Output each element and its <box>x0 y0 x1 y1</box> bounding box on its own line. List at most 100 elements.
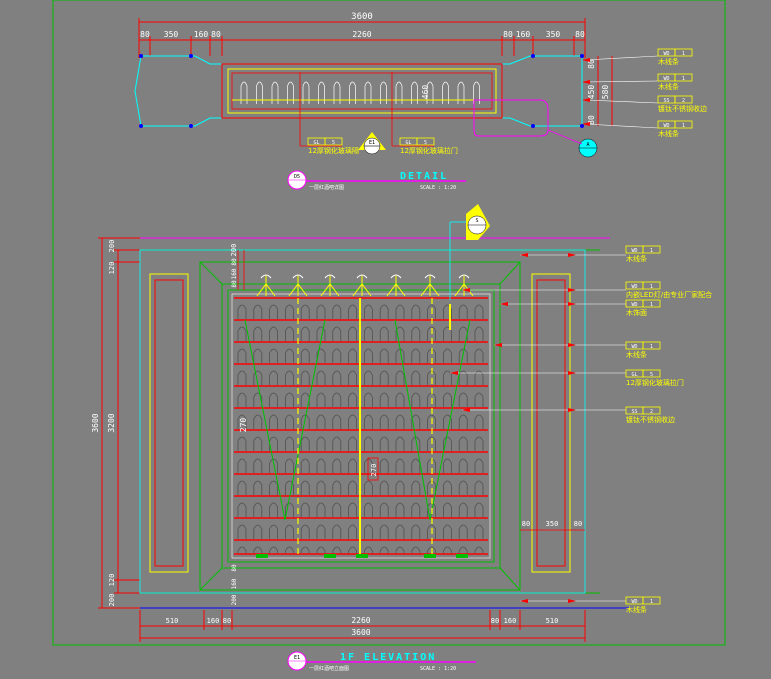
plan-bottle <box>457 81 465 104</box>
plan-bottle <box>473 81 480 104</box>
rack-foot <box>456 554 468 558</box>
callout-text: 内嵌LED灯/由专业厂家配合 <box>626 290 712 299</box>
wine-rack <box>234 274 488 558</box>
plan-dim-segment: 350 <box>164 30 179 39</box>
elev-right-panel <box>531 273 571 573</box>
rack-bottle <box>443 480 452 495</box>
svg-text:S: S <box>475 218 478 224</box>
elev-dim-segment: 160 <box>207 617 220 625</box>
rack-bottle <box>316 480 326 495</box>
rack-bottle <box>411 458 421 473</box>
rack-bottle <box>443 524 452 539</box>
plan-bottle <box>287 81 294 104</box>
rack-bottle <box>253 480 263 495</box>
rack-bottle <box>395 458 405 473</box>
rack-decor-line <box>429 319 471 521</box>
rack-bottle <box>269 414 278 429</box>
plan-title: DETAIL <box>400 171 448 182</box>
rack-bottle <box>300 480 310 495</box>
rack-bottle <box>458 480 468 495</box>
plan-dim-segment: 160 <box>516 30 531 39</box>
rack-bottle <box>395 546 405 553</box>
rack-bottle <box>379 414 389 429</box>
rack-bottle <box>300 436 310 451</box>
rack-bottle <box>269 392 278 407</box>
rack-bottle <box>332 524 342 539</box>
elev-dim-bl-2: 160 <box>231 578 238 589</box>
rack-bottle <box>411 392 421 407</box>
rack-bottle <box>316 502 326 517</box>
rack-bottle <box>348 524 357 539</box>
rack-bottle <box>364 326 373 341</box>
plan-dim-segment: 80 <box>211 30 221 39</box>
rack-bottle <box>379 480 389 495</box>
rack-bottle <box>237 480 247 495</box>
rack-bottle <box>395 480 405 495</box>
rack-bottle <box>364 392 373 407</box>
rack-bottle <box>395 304 405 319</box>
rack-bottle <box>316 304 326 319</box>
rack-bottle <box>237 436 247 451</box>
rack-bottle <box>332 546 342 553</box>
rack-bottle <box>411 524 421 539</box>
rack-bottle <box>474 480 484 495</box>
rack-bottle <box>379 304 389 319</box>
plan-bottle <box>426 81 434 104</box>
elev-dim-segment: 160 <box>504 617 517 625</box>
rack-bottle <box>379 502 389 517</box>
plan-bottle <box>302 81 310 104</box>
rack-bottle <box>285 458 294 473</box>
elev-dim-left-bot1: 120 <box>108 574 116 587</box>
plan-dim-segment: 350 <box>546 30 561 39</box>
plan-dim-left: 460 <box>421 85 430 100</box>
rack-bottle <box>458 546 468 553</box>
rack-decor-line <box>394 319 431 521</box>
callout-text: 木饰面 <box>626 308 647 317</box>
svg-text:E1: E1 <box>369 140 375 146</box>
callout-code: WD <box>631 248 637 254</box>
callout-code: GL <box>405 140 411 146</box>
rack-bottle <box>348 480 357 495</box>
plan-bottle <box>271 81 279 104</box>
plan-bottle <box>240 81 248 104</box>
elev-title: 1F ELEVATION <box>340 652 436 663</box>
elev-left-panel <box>149 273 189 573</box>
rack-bottle <box>253 524 263 539</box>
callout-text: 木线条 <box>658 129 679 138</box>
plan-bottle <box>333 81 341 104</box>
plan-title-block: D5 DETAIL 一层红酒吧详图 SCALE : 1:20 <box>287 170 466 191</box>
rack-bottle <box>348 436 357 451</box>
rack-bottle <box>458 414 468 429</box>
rack-bottle <box>316 326 326 341</box>
rack-bottle <box>253 348 263 363</box>
rack-bottle <box>269 480 278 495</box>
rack-bottle <box>285 480 294 495</box>
rack-bottle <box>253 326 263 341</box>
plan-section-mark-e1: E1 <box>358 132 386 155</box>
rack-bottle <box>332 436 342 451</box>
elev-dim-left-overall: 3600 <box>91 413 100 432</box>
rack-bottle <box>458 348 468 363</box>
rack-bottle <box>474 546 484 553</box>
rack-bottle <box>474 524 484 539</box>
rack-bottle <box>474 502 484 517</box>
rack-bottle <box>427 436 436 451</box>
rack-bottle <box>379 348 389 363</box>
rack-bottle <box>411 502 421 517</box>
rack-bottle <box>458 502 468 517</box>
rack-bottle <box>269 546 278 553</box>
plan-bottle <box>256 81 263 104</box>
rack-bottle <box>474 326 484 341</box>
callout-code: SS <box>663 98 669 104</box>
plan-dim-segment: 2260 <box>352 30 371 39</box>
rack-bottle <box>237 348 247 363</box>
elev-dim-bl-3: 200 <box>231 594 238 605</box>
rack-bottle <box>332 480 342 495</box>
rack-bottle <box>427 546 436 553</box>
rack-bottle <box>285 414 294 429</box>
rack-bottle <box>443 392 452 407</box>
rack-bottle <box>427 304 436 319</box>
plan-bottle <box>349 81 356 104</box>
